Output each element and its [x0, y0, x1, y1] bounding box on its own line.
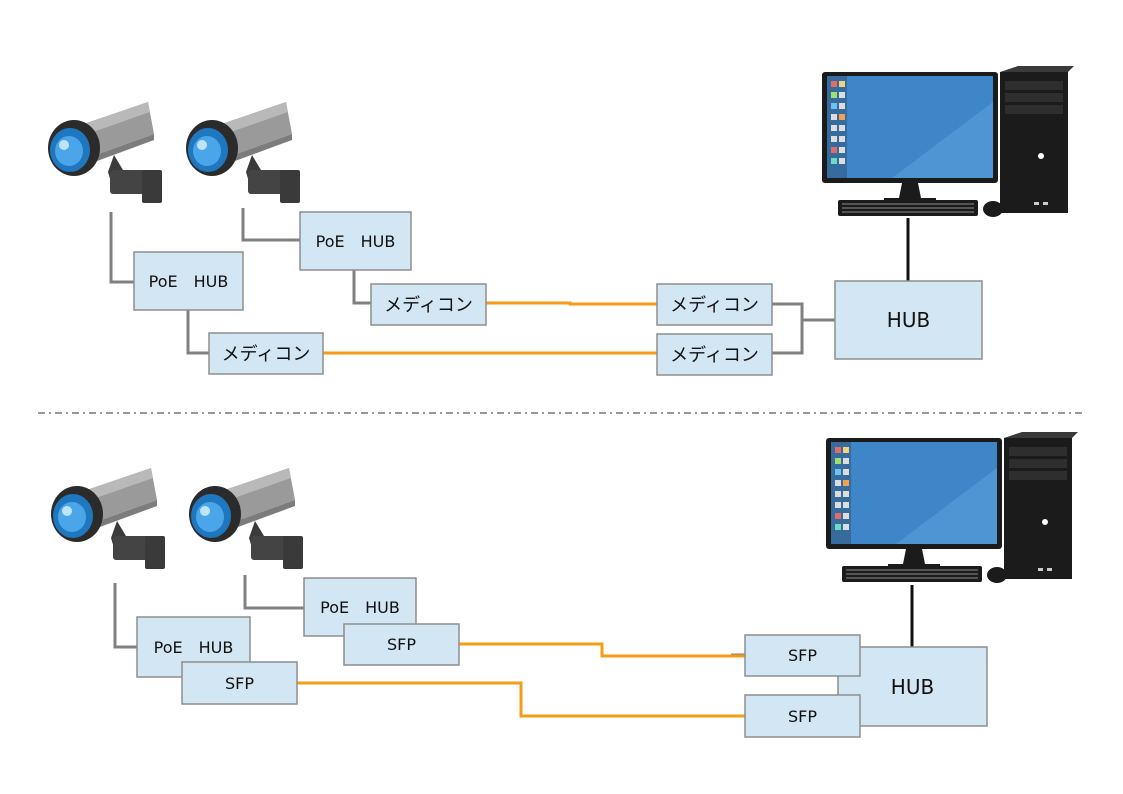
- media-converter-box: メディコン: [208, 332, 324, 375]
- fiber-links: [297, 642, 745, 718]
- fiber-links: [323, 301, 657, 355]
- camera-icon: [51, 468, 165, 569]
- svg-text:SFP: SFP: [225, 674, 254, 693]
- svg-text:SFP: SFP: [387, 635, 416, 654]
- poe-hub-box: PoE HUB: [133, 251, 244, 311]
- camera-icon: [48, 102, 162, 203]
- svg-text:PoE HUB: PoE HUB: [149, 272, 229, 291]
- svg-text:HUB: HUB: [891, 675, 934, 699]
- svg-text:メディコン: メディコン: [670, 295, 759, 316]
- top-diagram: PoE HUB PoE HUB メディコン メディコン メディコン メディコン …: [48, 66, 1074, 376]
- svg-text:PoE HUB: PoE HUB: [316, 232, 396, 251]
- svg-text:SFP: SFP: [788, 646, 817, 665]
- svg-text:PoE HUB: PoE HUB: [320, 598, 400, 617]
- svg-text:SFP: SFP: [788, 707, 817, 726]
- sfp-module-box: SFP: [744, 694, 861, 738]
- sfp-module-box: SFP: [744, 634, 861, 677]
- camera-icon: [186, 102, 300, 203]
- sfp-module-box: SFP: [181, 661, 298, 705]
- hub-box: HUB: [834, 280, 983, 360]
- media-converter-box: メディコン: [656, 283, 773, 326]
- media-converter-box: メディコン: [656, 333, 773, 376]
- desktop-computer-icon: [826, 432, 1078, 583]
- svg-text:メディコン: メディコン: [670, 345, 759, 366]
- svg-text:PoE HUB: PoE HUB: [154, 638, 234, 657]
- poe-hub-box: PoE HUB: [299, 211, 412, 271]
- hub-box: HUB: [837, 646, 988, 727]
- copper-links: [109, 208, 835, 355]
- bottom-diagram: PoE HUB PoE HUB HUB SFP SFP SFP SFP: [51, 432, 1078, 738]
- svg-text:HUB: HUB: [887, 308, 930, 332]
- camera-icon: [189, 468, 303, 569]
- desktop-computer-icon: [822, 66, 1074, 217]
- svg-text:メディコン: メディコン: [222, 344, 311, 365]
- svg-text:メディコン: メディコン: [384, 295, 473, 316]
- media-converter-box: メディコン: [370, 283, 487, 326]
- sfp-module-box: SFP: [343, 623, 460, 666]
